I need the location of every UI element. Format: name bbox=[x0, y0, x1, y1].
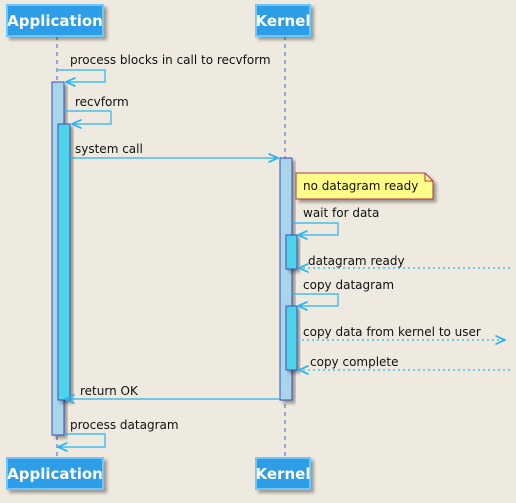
arrow-recvform bbox=[64, 110, 112, 124]
participant-application-top: Application bbox=[6, 4, 104, 37]
participant-kernel-bottom-label: Kernel bbox=[256, 465, 311, 483]
arrow-process-datagram bbox=[58, 433, 106, 447]
label-copy-data-kernel-user: copy data from kernel to user bbox=[303, 325, 481, 339]
activation-kernel-copy bbox=[285, 305, 298, 371]
arrow-process-blocks bbox=[58, 69, 106, 82]
note-no-datagram: no datagram ready bbox=[295, 172, 434, 200]
label-process-blocks: process blocks in call to recvform bbox=[70, 53, 271, 67]
participant-kernel-top: Kernel bbox=[255, 4, 311, 37]
participant-kernel-top-label: Kernel bbox=[256, 12, 311, 30]
participant-application-bottom: Application bbox=[6, 457, 104, 490]
label-return-ok: return OK bbox=[80, 384, 139, 398]
note-no-datagram-text: no datagram ready bbox=[303, 179, 418, 193]
label-process-datagram: process datagram bbox=[70, 418, 179, 432]
arrow-wait-for-data bbox=[292, 222, 339, 235]
arrow-copy-datagram bbox=[292, 293, 339, 306]
participant-kernel-bottom: Kernel bbox=[255, 457, 311, 490]
label-wait-for-data: wait for data bbox=[303, 206, 379, 220]
label-copy-complete: copy complete bbox=[310, 355, 399, 369]
activation-kernel-wait bbox=[285, 234, 298, 270]
label-system-call: system call bbox=[75, 142, 143, 156]
activation-application-inner bbox=[57, 123, 71, 401]
label-datagram-ready: datagram ready bbox=[308, 254, 405, 268]
participant-application-top-label: Application bbox=[7, 12, 103, 30]
label-copy-datagram: copy datagram bbox=[303, 278, 394, 292]
label-recvform: recvform bbox=[75, 95, 129, 109]
participant-application-bottom-label: Application bbox=[7, 465, 103, 483]
